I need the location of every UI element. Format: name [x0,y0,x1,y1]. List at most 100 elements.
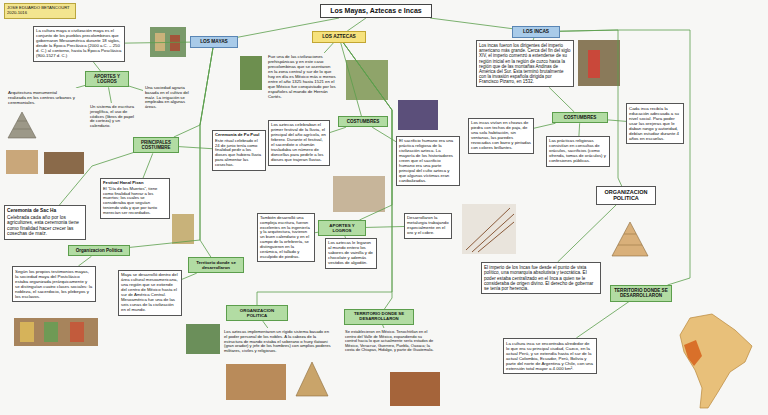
photo [226,364,286,400]
node-text: LOS MAYAS [193,39,235,45]
node-text: Los incas fueron los dirigentes del impe… [479,43,571,84]
pyramid-step [618,245,642,246]
text-box: Según los propios testimonios mayas, la … [12,266,96,302]
south-america-map [680,314,752,408]
node-text: Los aztecas celebraban el primer festiva… [271,123,327,163]
category-box: LOS INCAS [512,26,560,38]
photo [14,318,98,346]
pyramid [8,112,36,138]
pyramid [296,362,328,396]
node-text: Los Mayas, Aztecas e Incas [323,7,429,15]
photo [186,324,220,354]
node-text: Celebrada cada año por los agricultores,… [7,215,83,237]
photo [240,56,262,90]
figure [588,50,600,78]
node-text: LOS INCAS [515,29,557,35]
text-box: Se establecieron en México. Tenochtitlan… [343,328,437,355]
node-text: Según los propios testimonios mayas, la … [15,269,93,299]
node-text: La cultura maya o civilización maya es e… [36,29,122,59]
text-box: Un sistema de escritura jeroglífica, el … [88,103,140,131]
category-box: COSTUMBRES [338,116,388,127]
node-text: Desarrollaron la metalurgia trabajando e… [407,216,449,236]
photo [333,176,385,212]
category-box: PRINCIPALES COSTUMBRE [133,137,179,153]
text-box: Las prácticas religiosas consistían en c… [546,136,610,167]
category-box: LOS AZTECAS [312,31,366,43]
photo [390,372,440,406]
text-box: El sacrificio humano era una práctica re… [396,136,460,186]
category-box: COSTUMBRES [552,112,608,123]
connector-line [430,18,512,29]
figure [20,322,34,342]
node-text: Este ritual celebrado el 24 de junio ten… [215,139,263,168]
text-box: Ceremonia de Sac HaCelebrada cada año po… [4,205,86,240]
node-text: PRINCIPALES COSTUMBRE [136,140,176,150]
figure [170,35,180,51]
node-text: LOS AZTECAS [315,34,363,40]
text-box: Los aztecas implementaron un rígido sist… [222,328,334,356]
photo [462,204,516,254]
node-text: Cada inca recibía la educación adecuada … [629,106,681,141]
figure [70,322,84,342]
arrow-figure [472,214,514,252]
text-box: Cada inca recibía la educación adecuada … [626,103,684,144]
photo [172,214,194,244]
node-text: ORGANIZACION POLITICA [229,308,285,318]
node-text: Un sistema de escritura jeroglífica, el … [90,105,138,129]
category-box: APORTES Y LOGROS [85,71,129,87]
node-heading: Ceremonia de Po Puul [215,133,263,138]
connector-line [343,43,392,309]
node-text: Una sociedad agraria basada en el cultiv… [145,86,189,110]
connector-line [558,205,617,262]
photo [6,150,38,174]
connector-line [182,273,197,279]
connector-line [347,18,366,31]
category-box: LOS MAYAS [190,36,238,48]
photo [398,100,438,130]
connector-line [372,127,396,141]
node-text: El "Día de los Muertos", tiene como fina… [103,187,167,216]
node-text: ORGANIZACION POLITICA [599,189,653,202]
node-heading: Festival Hanal Pixan [103,181,167,186]
node-text: Fue una de las civilizaciones prehispáni… [268,55,336,99]
node-text: Arquitectura monumental realizada en los… [8,90,76,105]
photo [578,40,620,86]
connector-line [263,321,268,328]
text-box: JOSE EDUARDO BETANCOURT 2020-1016 [4,3,76,19]
category-box: ORGANIZACION POLITICA [226,305,288,321]
text-box: Los aztecas celebraban el primer festiva… [268,120,330,166]
text-box: Arquitectura monumental realizada en los… [6,88,78,107]
pyramid-step [624,234,636,235]
pyramid-step [17,121,27,122]
connector-line [578,123,580,136]
text-box: El imperio de los Incas fue desde el pun… [481,262,601,294]
connector-line [343,43,392,220]
node-text: El sacrificio humano era una práctica re… [399,139,457,183]
figure [44,322,58,342]
connector-line [179,147,212,149]
connector-line [366,226,404,228]
text-box: La cultura inca se encontraba alrededor … [503,338,597,374]
node-text: JOSE EDUARDO BETANCOURT 2020-1016 [7,6,73,16]
figure [155,33,165,51]
connector-line [109,87,112,103]
connector-line [93,62,100,71]
node-text: Maya se desarrolló dentro del área cultu… [121,273,179,313]
node-text: APORTES Y LOGROS [88,74,126,84]
connector-line [576,302,629,338]
text-box: ORGANIZACION POLITICA [596,186,656,205]
category-box: APORTES Y LOGROS [318,220,366,236]
connector-line [330,127,346,132]
text-box: Desarrollaron la metalurgia trabajando e… [404,213,452,239]
text-box: Ceremonia de Po PuulEste ritual celebrad… [212,130,266,171]
photo [346,60,388,100]
node-text: También desarrolló una compleja escritur… [260,216,312,259]
node-text: Las prácticas religiosas consistían en c… [549,139,607,164]
text-box: Los aztecas le legaron al mundo entero l… [325,238,377,269]
social-pyramid [612,222,648,256]
node-text: El imperio de los Incas fue desde el pun… [484,265,598,291]
node-text: Organizacion Politica [71,248,127,253]
text-box: Los incas fueron los dirigentes del impe… [476,40,574,87]
category-box: Territorio donde se desarrollaron [188,257,244,273]
